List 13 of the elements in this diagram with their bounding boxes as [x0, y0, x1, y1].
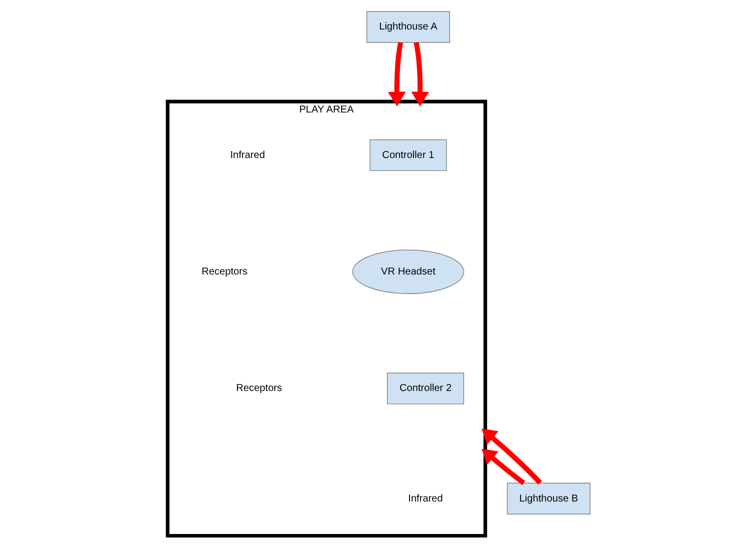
label: Receptors	[202, 266, 248, 278]
label: Infrared	[408, 493, 443, 504]
node-box: Lighthouse A	[366, 11, 450, 43]
arrow	[411, 42, 430, 106]
arrow	[482, 448, 526, 486]
node-box: Lighthouse B	[506, 482, 590, 514]
arrow	[482, 428, 542, 485]
label: Receptors	[236, 383, 282, 394]
node-box: Controller 2	[386, 372, 464, 404]
node-ellipse: VR Headset	[352, 250, 464, 294]
node-box: Controller 1	[370, 139, 447, 172]
label: Infrared	[230, 150, 265, 161]
arrow	[388, 42, 406, 106]
